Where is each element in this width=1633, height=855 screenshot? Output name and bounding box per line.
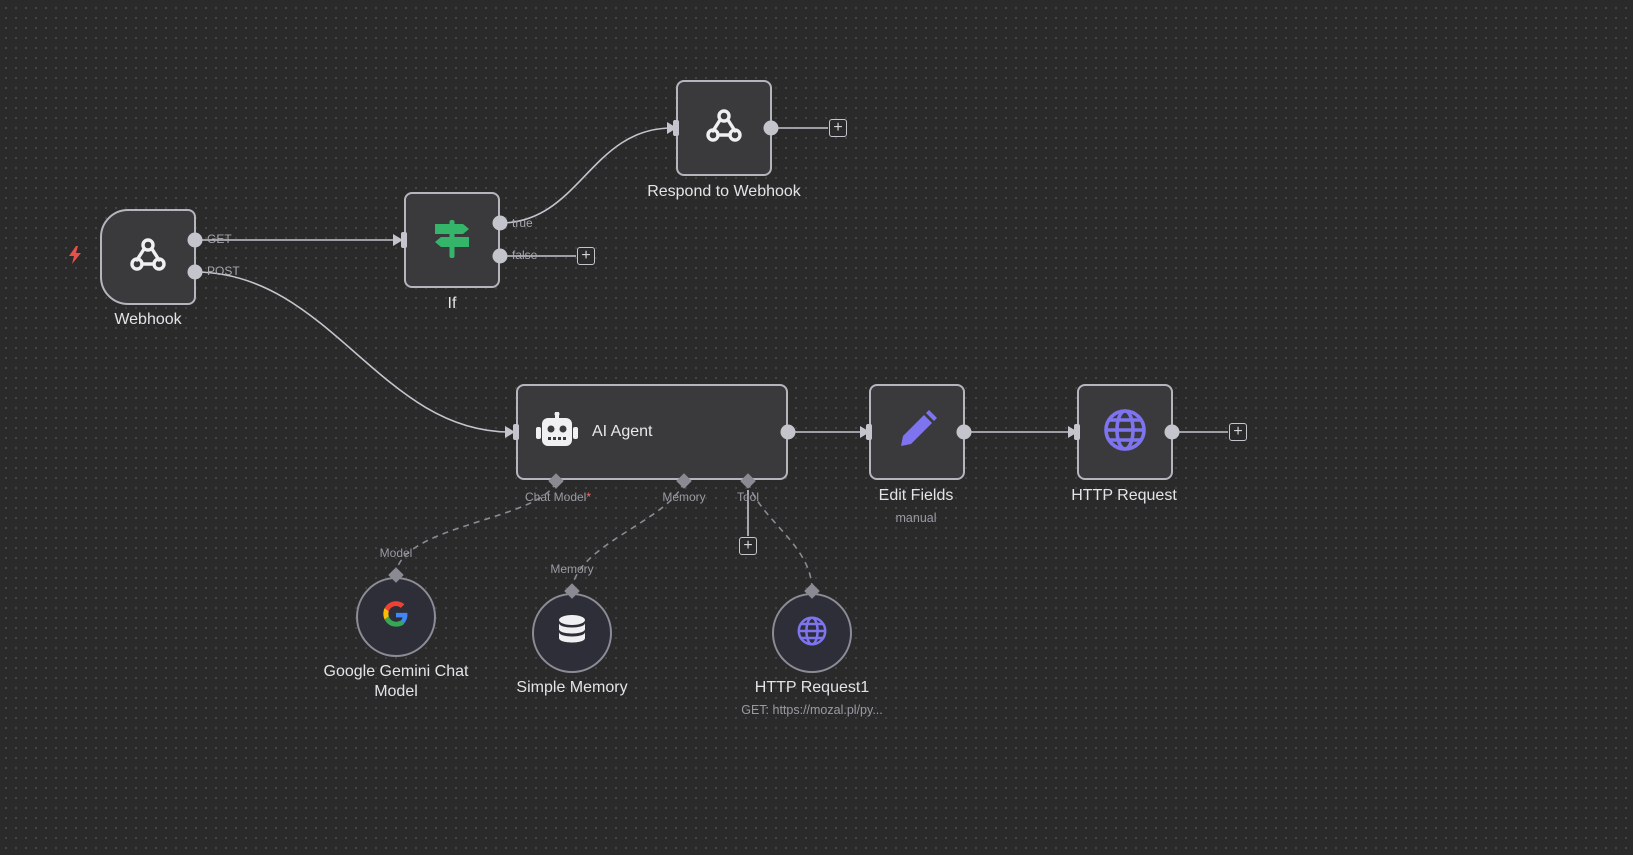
ai-agent-node[interactable]: AI Agent (516, 384, 788, 480)
if-node[interactable] (404, 192, 500, 288)
edit-fields-output[interactable] (956, 424, 972, 440)
webhook-label: Webhook (114, 311, 182, 328)
http-request1-subtitle: GET: https://mozal.pl/py... (741, 703, 883, 717)
if-label: If (447, 295, 457, 312)
connection-tool (747, 481, 813, 591)
webhook-node[interactable] (100, 209, 196, 305)
gemini-label: Google Gemini Chat Model (323, 663, 469, 700)
edit-fields-node[interactable] (869, 384, 965, 480)
respond-label: Respond to Webhook (647, 183, 801, 200)
pencil-icon (895, 408, 939, 457)
http-request1-node[interactable] (772, 593, 852, 673)
webhook-output-post-label: POST (207, 264, 240, 278)
tool-add-button[interactable]: + (739, 537, 757, 555)
if-false-add-button[interactable]: + (577, 247, 595, 265)
respond-output[interactable] (763, 120, 779, 136)
signpost-icon (430, 216, 474, 265)
if-output-true-label: true (512, 216, 533, 230)
edit-fields-subtitle: manual (895, 511, 937, 525)
if-input[interactable] (401, 232, 407, 248)
connection-webhook-agent[interactable] (194, 271, 511, 433)
webhook-output-get-label: GET (207, 232, 232, 246)
http-request-label: HTTP Request (1071, 487, 1177, 504)
edit-fields-label: Edit Fields (878, 487, 954, 504)
memory-node-handle-label: Memory (550, 562, 594, 576)
connection-memory (571, 481, 685, 591)
http-request-output[interactable] (1164, 424, 1180, 440)
simple-memory-node[interactable] (532, 593, 612, 673)
trigger-bolt-icon (68, 246, 82, 269)
webhook-output-get[interactable] (187, 232, 203, 248)
simple-memory-label: Simple Memory (516, 679, 628, 696)
gemini-node[interactable] (356, 577, 436, 657)
tool-handle-label: Tool (736, 490, 760, 504)
robot-icon (536, 411, 578, 453)
webhook-icon (126, 233, 170, 282)
webhook-output-post[interactable] (187, 264, 203, 280)
database-icon (558, 614, 586, 652)
chat-model-handle-label: Chat Model* (524, 490, 592, 504)
edit-fields-input[interactable] (866, 424, 872, 440)
memory-handle-label: Memory (662, 490, 706, 504)
globe-icon (1102, 407, 1148, 458)
if-output-true[interactable] (492, 215, 508, 231)
globe-icon (796, 615, 828, 652)
ai-agent-input[interactable] (513, 424, 519, 440)
ai-agent-output[interactable] (780, 424, 796, 440)
http-request-input[interactable] (1074, 424, 1080, 440)
gemini-handle-label: Model (379, 546, 413, 560)
if-output-false[interactable] (492, 248, 508, 264)
http-request-node[interactable] (1077, 384, 1173, 480)
respond-node[interactable] (676, 80, 772, 176)
respond-add-button[interactable]: + (829, 119, 847, 137)
connection-if-respond[interactable] (499, 127, 673, 224)
if-output-false-label: false (512, 248, 538, 262)
ai-agent-title: AI Agent (592, 423, 653, 440)
google-icon (382, 600, 410, 634)
respond-input[interactable] (673, 120, 679, 136)
http-request1-label: HTTP Request1 (754, 679, 870, 696)
webhook-icon (702, 104, 746, 153)
http-request-add-button[interactable]: + (1229, 423, 1247, 441)
